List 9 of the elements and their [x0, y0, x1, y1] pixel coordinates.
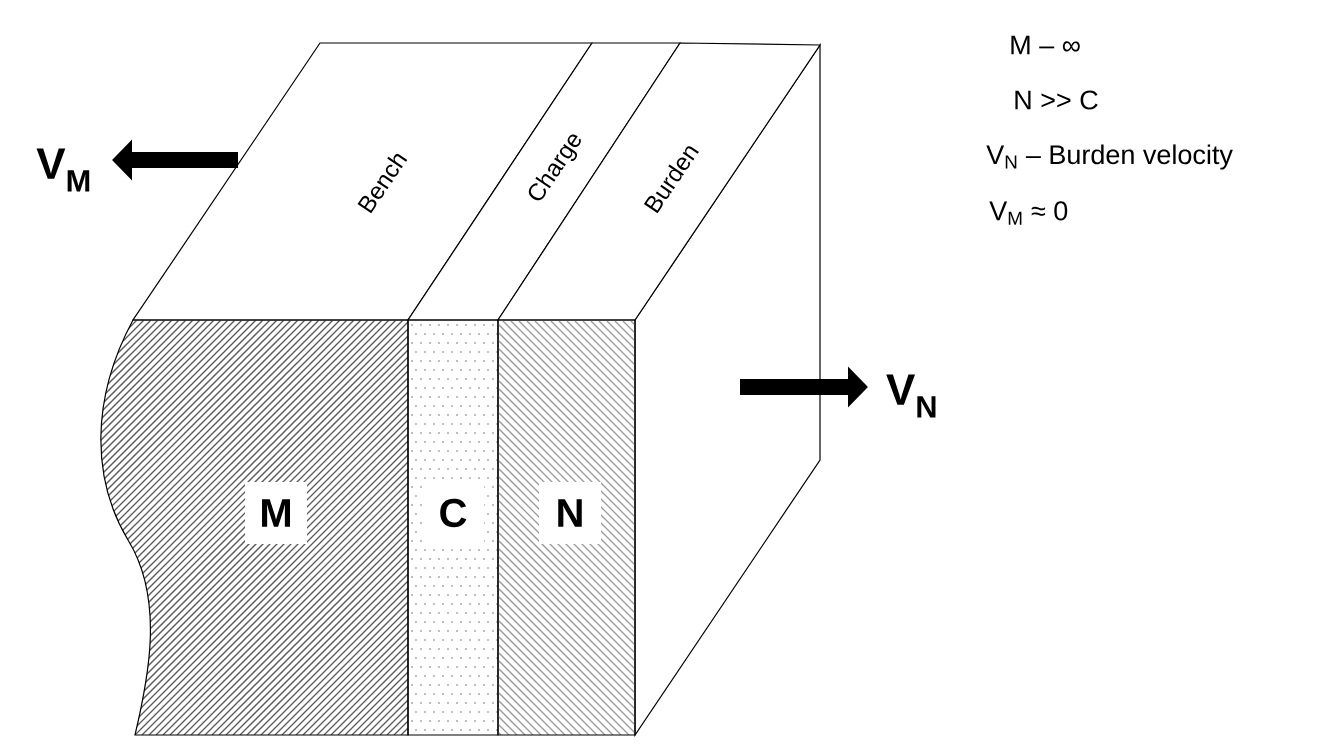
velocity-label: V$_{M}$: [36, 148, 90, 192]
note-text: V$_{M}$ ≈ 0: [989, 201, 1068, 225]
charge-column: C: [407, 319, 499, 736]
velocity-label: V$_{N}$: [886, 374, 936, 418]
note-text: M – ∞: [1011, 35, 1080, 55]
rock-mass-region: M: [100, 319, 409, 736]
burden-region: N: [497, 319, 636, 736]
note-text: N >> C: [1015, 90, 1098, 110]
note-text: V$_{N}$ – Burden velocity: [986, 144, 1233, 170]
